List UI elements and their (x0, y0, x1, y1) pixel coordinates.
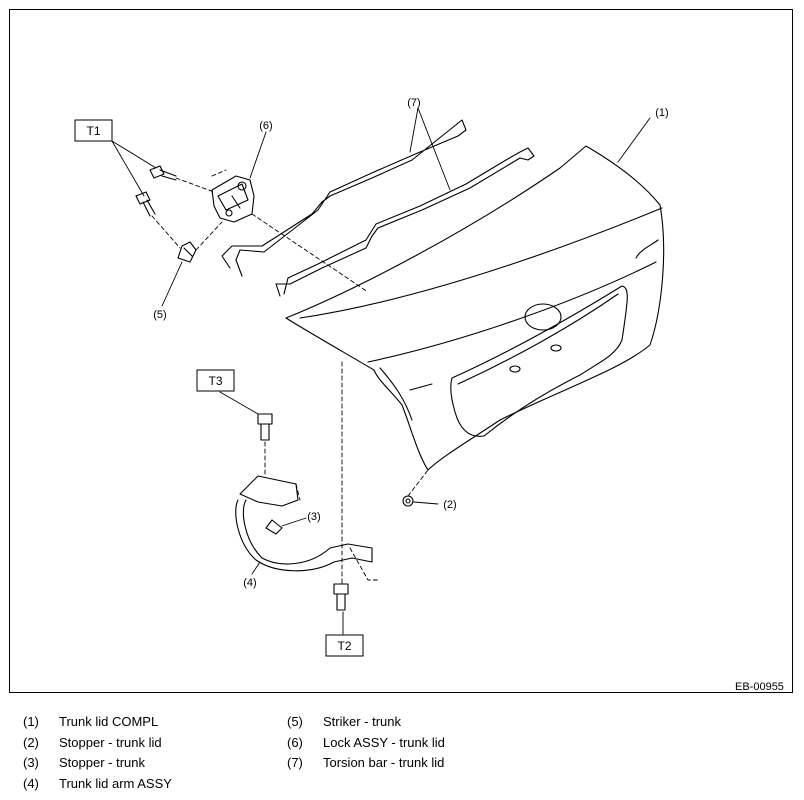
t2-label: T2 (337, 639, 351, 653)
callout-7: (7) (407, 97, 420, 109)
t2-box (325, 634, 364, 657)
torsion-bar-lower (275, 147, 535, 297)
t1-box (74, 119, 113, 142)
callout-3: (3) (307, 511, 320, 523)
callout-6: (6) (259, 120, 272, 132)
trunk-lid-arm (235, 475, 373, 572)
bolt-t1-upper (149, 165, 177, 181)
lock-assy (211, 175, 255, 223)
bolt-t2 (333, 583, 349, 611)
legend-item: (3)Stopper - trunk (23, 755, 145, 770)
t3-box (196, 369, 235, 392)
legend-item: (2)Stopper - trunk lid (23, 734, 162, 750)
diagram-frame (9, 9, 793, 693)
alignment-lines (151, 169, 429, 585)
legend-item: (1)Trunk lid COMPL (23, 714, 159, 729)
t3-label: T3 (208, 374, 222, 388)
legend-item: (5)Striker - trunk (287, 714, 402, 729)
trunk-lid (285, 145, 665, 471)
callout-2: (2) (443, 499, 456, 511)
legend-item: (6)Lock ASSY - trunk lid (287, 734, 445, 750)
bolt-t1-lower (135, 191, 156, 217)
torsion-bar-upper (221, 119, 467, 277)
legend-right: (5)Striker - trunk (6)Lock ASSY - trunk … (287, 712, 445, 774)
callout-4: (4) (243, 577, 256, 589)
bolt-t3 (257, 413, 273, 441)
legend-item: (7)Torsion bar - trunk lid (287, 755, 445, 770)
striker (177, 241, 197, 263)
callout-1: (1) (655, 107, 668, 119)
legend-left: (1)Trunk lid COMPL (2)Stopper - trunk li… (23, 712, 172, 794)
t1-label: T1 (86, 124, 100, 138)
drawing-code: EB-00955 (735, 681, 784, 693)
leader-lines (111, 107, 651, 635)
legend-item: (4)Trunk lid arm ASSY (23, 775, 172, 791)
stopper-trunk-lid (402, 495, 414, 507)
callout-5: (5) (153, 309, 166, 321)
